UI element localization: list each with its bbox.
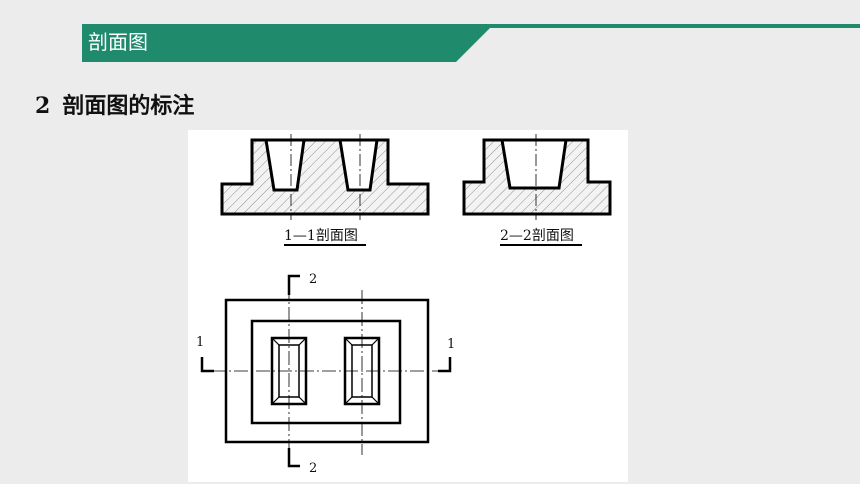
- section-title: 剖面图的标注: [62, 94, 195, 119]
- header-accent-line: [420, 24, 860, 28]
- section-drawing-figure: 1—1剖面图 2—2剖面图: [188, 130, 628, 482]
- caption-section-2-2: 2—2剖面图: [500, 228, 574, 244]
- right-hole-corner: [371, 396, 380, 405]
- cut-mark-1-left: [200, 357, 214, 373]
- section-number: 2: [35, 93, 51, 119]
- right-hole-corner: [344, 396, 353, 405]
- right-hole-corner: [344, 337, 353, 346]
- cut-label-2-top: 2: [309, 272, 317, 287]
- caption-section-1-1: 1—1剖面图: [284, 228, 358, 244]
- section-2-2-view: 2—2剖面图: [462, 134, 612, 246]
- left-hole-corner: [271, 337, 280, 346]
- cut-mark-2-bottom: [287, 448, 300, 468]
- left-hole-corner: [298, 337, 307, 346]
- plan-view: 2 2 1 1: [196, 272, 455, 476]
- plan-inner-rect: [250, 319, 402, 425]
- cut-label-1-right: 1: [447, 337, 455, 352]
- right-hole-corner: [371, 337, 380, 346]
- banner-title: 剖面图: [88, 30, 148, 54]
- cut-label-1-left: 1: [196, 335, 204, 350]
- section-heading: 2 剖面图的标注: [35, 88, 194, 120]
- cut-mark-1-right: [438, 357, 452, 373]
- section-1-1-outline: [220, 138, 430, 216]
- section-1-1-view: 1—1剖面图: [220, 134, 430, 246]
- drawing-svg: 1—1剖面图 2—2剖面图: [196, 134, 612, 476]
- hole-2-2: [500, 138, 568, 190]
- cut-mark-2-top: [287, 274, 300, 295]
- title-banner: 剖面图: [82, 24, 494, 62]
- left-hole-1-1: [264, 138, 306, 192]
- cut-label-2-bottom: 2: [309, 461, 317, 476]
- left-hole-corner: [298, 396, 307, 405]
- left-hole-corner: [271, 396, 280, 405]
- right-hole-1-1: [338, 138, 379, 192]
